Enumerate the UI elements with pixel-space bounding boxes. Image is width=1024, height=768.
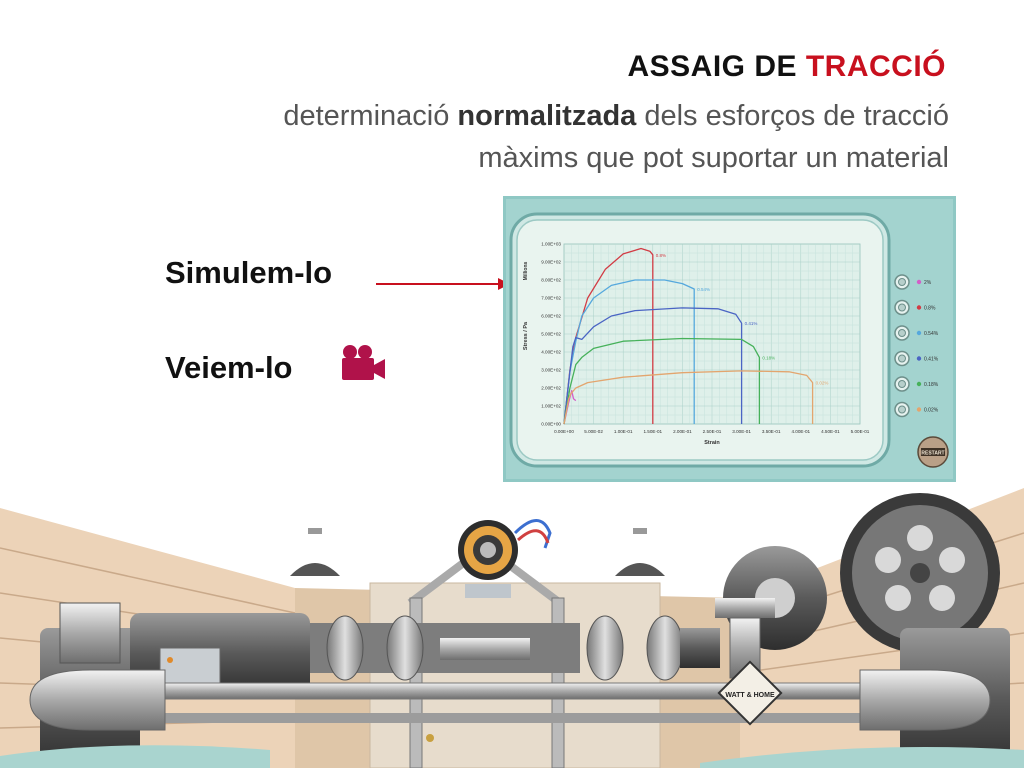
y-tick-label: 5.00E+02	[541, 332, 561, 337]
legend-toggle[interactable]: 0.18%	[894, 376, 939, 392]
knob-center-icon	[898, 303, 906, 312]
title-accent: TRACCIÓ	[805, 50, 946, 83]
series-line	[563, 307, 743, 425]
x-axis-label: Strain	[704, 440, 720, 446]
x-tick-label: 0.00E+00	[554, 429, 574, 434]
legend-label: 0.18%	[924, 382, 939, 388]
legend-swatch	[916, 279, 922, 285]
x-tick-label: 5.00E-02	[584, 429, 603, 434]
x-tick-label: 4.00E-01	[791, 429, 810, 434]
restart-button[interactable]: RESTART	[917, 436, 949, 468]
subtitle-text-2: dels esforços de tracció	[636, 100, 949, 132]
simulator-panel[interactable]: 0.00E+00 5.00E-02 1.00E-01 1.50E-01 2.00E-01…	[503, 196, 956, 482]
legend-controls: 2% 0.8% 0.54% 0.41% 0.18% 0.02%	[894, 274, 939, 418]
machine-badge-text: WATT & HOME	[725, 692, 775, 699]
simulator-monitor: 0.00E+00 5.00E-02 1.00E-01 1.50E-01 2.00E-01…	[503, 196, 956, 482]
y-axis-label: Stress / Pa	[523, 321, 529, 350]
x-tick-label: 1.50E-01	[643, 429, 662, 434]
subtitle-bold: normalitzada	[457, 100, 637, 132]
legend-toggle[interactable]: 0.8%	[894, 299, 936, 316]
y-tick-label: 2.00E+02	[541, 386, 561, 391]
page-subtitle: determinació normalitzada dels esforços …	[149, 95, 949, 179]
title-text: ASSAIG DE	[627, 50, 806, 83]
legend-toggle[interactable]: 0.54%	[894, 325, 939, 341]
x-tick-label: 5.00E-01	[851, 429, 870, 434]
x-tick-label: 3.50E-01	[762, 429, 781, 434]
y-tick-label: 3.00E+02	[541, 368, 561, 373]
knob-center-icon	[898, 278, 906, 286]
knob-center-icon	[898, 354, 906, 363]
machine-badge	[717, 660, 783, 726]
y-tick-label: 1.00E+02	[541, 404, 561, 409]
video-camera-icon[interactable]	[340, 343, 386, 383]
legend-swatch	[916, 407, 922, 412]
y-tick-label: 7.00E+02	[541, 296, 561, 301]
legend-swatch	[916, 356, 922, 361]
series-end-label: 0.41%	[745, 321, 758, 326]
subtitle-line-2: màxims que pot suportar un material	[478, 142, 949, 174]
knob-center-icon	[898, 329, 906, 337]
series-line	[563, 370, 814, 425]
x-tick-label: 4.50E-01	[821, 429, 840, 434]
legend-swatch	[916, 330, 922, 336]
knob-center-icon	[898, 380, 906, 388]
series-end-label: 0.18%	[762, 355, 775, 360]
y-tick-label: 0.00E+00	[541, 422, 561, 427]
restart-label: RESTART	[921, 451, 944, 457]
x-tick-label: 2.50E-01	[703, 429, 722, 434]
x-tick-label: 1.00E-01	[614, 429, 633, 434]
legend-label: 0.8%	[924, 305, 936, 311]
legend-toggle[interactable]: 2%	[894, 274, 932, 290]
tensile-machine-illustration: WATT & HOME	[0, 488, 1024, 768]
y-tick-label: 9.00E+02	[541, 260, 561, 265]
legend-toggle[interactable]: 0.41%	[894, 350, 939, 367]
legend-swatch	[916, 381, 922, 387]
subtitle-text-1: determinació	[283, 100, 458, 132]
series-end-label: 0.8%	[656, 253, 666, 258]
y-axis-unit: Millions	[523, 261, 529, 280]
y-tick-label: 6.00E+02	[541, 314, 561, 319]
legend-label: 2%	[924, 280, 932, 286]
x-tick-label: 3.00E-01	[732, 429, 751, 434]
knob-center-icon	[898, 405, 906, 414]
series-end-label: 0.54%	[697, 287, 710, 292]
legend-label: 0.41%	[924, 356, 939, 362]
page-title: ASSAIG DE TRACCIÓ	[627, 50, 946, 84]
watch-link[interactable]: Veiem-lo	[165, 350, 293, 385]
series-line	[563, 337, 761, 425]
legend-toggle[interactable]: 0.02%	[894, 401, 939, 418]
y-tick-label: 4.00E+02	[541, 350, 561, 355]
y-tick-label: 8.00E+02	[541, 278, 561, 283]
legend-label: 0.54%	[924, 331, 939, 337]
legend-swatch	[916, 305, 922, 310]
simulate-link[interactable]: Simulem-lo	[165, 255, 333, 290]
series-line	[563, 279, 695, 425]
arrow-line	[376, 283, 502, 285]
series-end-label: 0.02%	[816, 381, 829, 386]
legend-label: 0.02%	[924, 407, 939, 413]
y-tick-label: 1.00E+03	[541, 242, 561, 247]
x-tick-label: 2.00E-01	[673, 429, 692, 434]
stress-strain-chart: 0.00E+00 5.00E-02 1.00E-01 1.50E-01 2.00E-01…	[523, 242, 870, 447]
